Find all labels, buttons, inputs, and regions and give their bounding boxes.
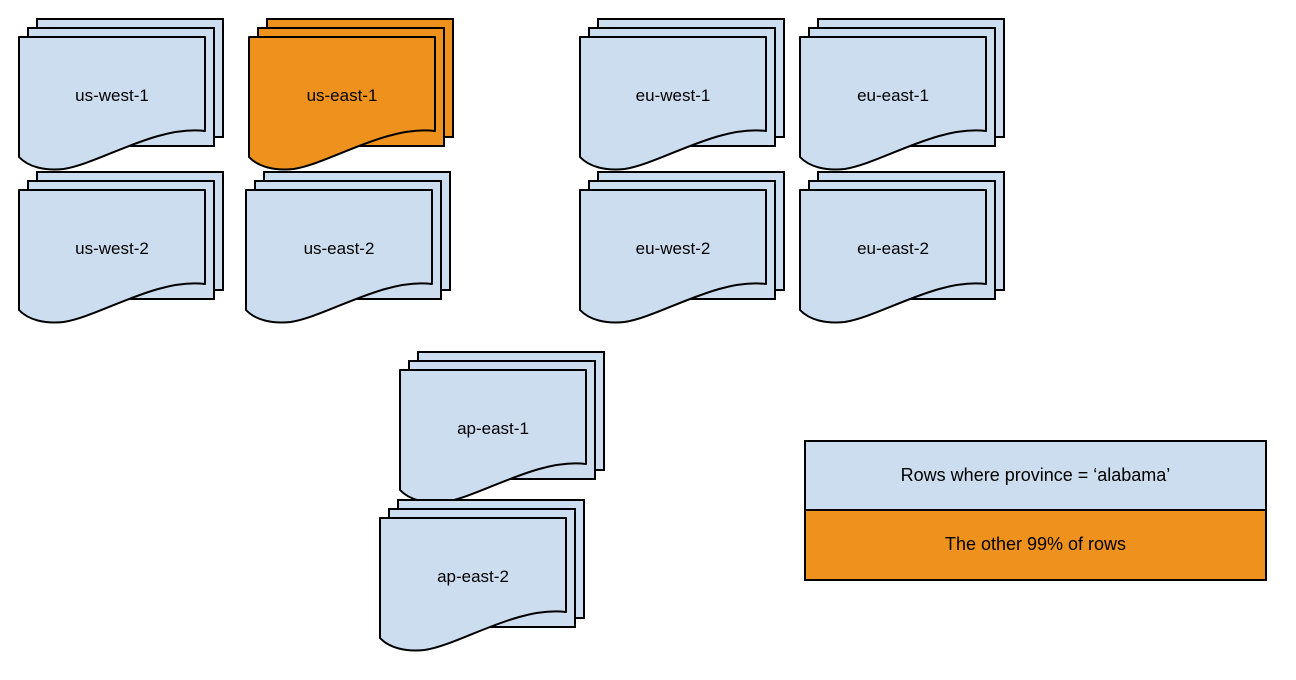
document-stack-eu-east-1[interactable]: eu-east-1	[799, 18, 1006, 171]
document-stack-eu-east-2[interactable]: eu-east-2	[799, 171, 1006, 324]
legend: Rows where province = ‘alabama’ The othe…	[804, 440, 1267, 581]
document-stack-us-east-2[interactable]: us-east-2	[245, 171, 452, 324]
stack-front-page	[399, 369, 587, 504]
legend-label-rows-alabama: Rows where province = ‘alabama’	[900, 464, 1171, 485]
stack-front-page	[245, 189, 433, 324]
stack-front-page	[579, 189, 767, 324]
document-stack-eu-west-2[interactable]: eu-west-2	[579, 171, 786, 324]
stack-front-page	[799, 36, 987, 171]
stack-front-page	[248, 36, 436, 171]
document-stack-ap-east-1[interactable]: ap-east-1	[399, 351, 606, 504]
legend-label-other-rows: The other 99% of rows	[944, 534, 1127, 555]
document-stack-ap-east-2[interactable]: ap-east-2	[379, 499, 586, 652]
stack-front-page	[379, 517, 567, 652]
document-stack-us-east-1[interactable]: us-east-1	[248, 18, 455, 171]
document-stack-us-west-1[interactable]: us-west-1	[18, 18, 225, 171]
legend-item-rows-alabama: Rows where province = ‘alabama’	[806, 442, 1265, 511]
stack-front-page	[18, 189, 206, 324]
stack-front-page	[579, 36, 767, 171]
document-stack-eu-west-1[interactable]: eu-west-1	[579, 18, 786, 171]
stack-front-page	[18, 36, 206, 171]
stack-front-page	[799, 189, 987, 324]
document-stack-us-west-2[interactable]: us-west-2	[18, 171, 225, 324]
legend-item-other-rows: The other 99% of rows	[806, 510, 1265, 579]
